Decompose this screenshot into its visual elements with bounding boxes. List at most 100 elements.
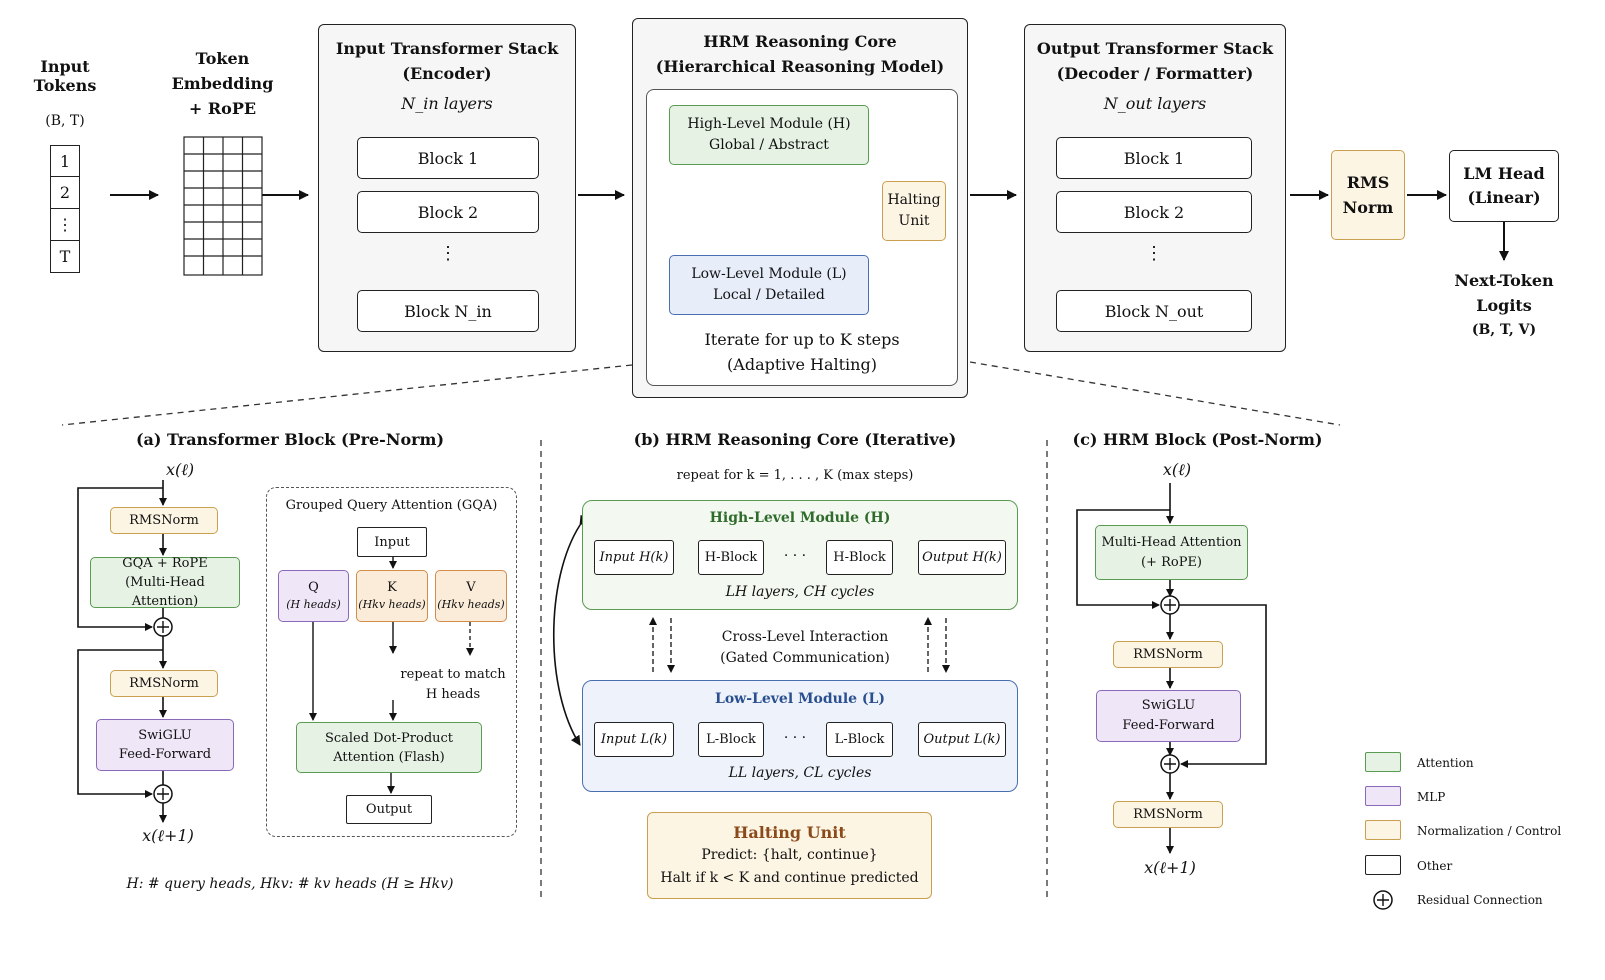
- panel-b-halt-title: Halting Unit: [733, 823, 846, 842]
- hrm-low-line1: Low-Level Module (L): [691, 266, 847, 282]
- panel-b-high-output: Output H(k): [918, 540, 1006, 575]
- hrm-halt-line2: Unit: [898, 213, 930, 229]
- panel-a-x-out: x(ℓ+1): [142, 826, 194, 845]
- legend-other-label: Other: [1417, 859, 1453, 873]
- embedding-grid: [183, 136, 263, 276]
- gqa-output: Output: [346, 795, 432, 824]
- gqa-v: V (Hkv heads): [435, 570, 507, 622]
- encoder-layers: N_in layers: [401, 94, 493, 113]
- panel-b-high-input: Input H(k): [594, 540, 674, 575]
- gqa-sdpa-line2: Attention (Flash): [333, 749, 445, 765]
- panel-b-halt-line2: Halt if k < K and continue predicted: [660, 870, 919, 886]
- panel-b-hblock-2: H-Block: [826, 540, 893, 575]
- encoder-title-line2: (Encoder): [402, 64, 492, 83]
- panel-c-title: (c) HRM Block (Post-Norm): [1072, 430, 1323, 449]
- rms-line2: Norm: [1342, 198, 1394, 217]
- panel-b-lblock-1: L-Block: [698, 722, 764, 757]
- hrm-iterate-line1: Iterate for up to K steps: [704, 330, 900, 349]
- panel-c-mha: Multi-Head Attention (+ RoPE): [1095, 525, 1248, 580]
- token-cell: 1: [50, 145, 80, 177]
- lm-head-box: LM Head (Linear): [1449, 150, 1559, 222]
- gqa-sdpa: Scaled Dot-Product Attention (Flash): [296, 722, 482, 773]
- hrm-title-line2: (Hierarchical Reasoning Model): [655, 57, 945, 76]
- legend-norm-swatch: [1365, 820, 1401, 840]
- decoder-block-1: Block 1: [1056, 137, 1252, 179]
- encoder-block-2: Block 2: [357, 191, 539, 233]
- gqa-input: Input: [357, 527, 427, 557]
- gqa-repeat-line2: H heads: [425, 687, 481, 702]
- decoder-title-line2: (Decoder / Formatter): [1056, 64, 1254, 83]
- token-cell: T: [50, 241, 80, 273]
- panel-b-lblock-2: L-Block: [826, 722, 893, 757]
- panel-a-title: (a) Transformer Block (Pre-Norm): [135, 430, 445, 449]
- legend-mlp-swatch: [1365, 786, 1401, 806]
- panel-c-swiglu: SwiGLU Feed-Forward: [1096, 690, 1241, 742]
- hrm-low-module: Low-Level Module (L) Local / Detailed: [669, 255, 869, 315]
- logits-line1: Next-Token: [1454, 271, 1554, 290]
- gqa-repeat-note: repeat to match H heads: [398, 665, 508, 705]
- panel-b-repeat: repeat for k = 1, . . . , K (max steps): [676, 468, 914, 483]
- gqa-k-sub: (Hkv heads): [358, 598, 426, 611]
- encoder-title-line1: Input Transformer Stack: [335, 39, 559, 58]
- gqa-v-sub: (Hkv heads): [437, 598, 505, 611]
- legend-attention-label: Attention: [1417, 756, 1474, 770]
- hrm-halting-unit: Halting Unit: [882, 181, 946, 241]
- legend-residual-label: Residual Connection: [1417, 893, 1543, 907]
- hrm-low-line2: Local / Detailed: [713, 287, 825, 303]
- embedding-line1: Token: [195, 49, 250, 68]
- decoder-title-line1: Output Transformer Stack: [1036, 39, 1274, 58]
- input-tokens-shape: (B, T): [45, 113, 85, 129]
- logits-label: Next-Token Logits: [1439, 268, 1569, 318]
- legend-other-swatch: [1365, 855, 1401, 875]
- panel-a-gqa-rope: GQA + RoPE (Multi-Head Attention): [90, 556, 240, 609]
- panel-b-halt-line1: Predict: {halt, continue}: [701, 847, 878, 863]
- gqa-q-sub: (H heads): [286, 598, 341, 611]
- panel-b-halting-unit: Halting Unit Predict: {halt, continue} H…: [647, 812, 932, 899]
- input-tokens-line1: Input: [40, 57, 90, 76]
- hrm-high-line1: High-Level Module (H): [687, 116, 851, 132]
- panel-b-cross-line2: (Gated Communication): [720, 650, 890, 666]
- decoder-layers: N_out layers: [1103, 94, 1207, 113]
- encoder-dots: ⋮: [439, 243, 457, 264]
- gqa-title: Grouped Query Attention (GQA): [285, 498, 498, 513]
- panel-a-swiglu-line1: SwiGLU: [138, 728, 192, 743]
- panel-b-low-dots: · · ·: [783, 730, 807, 746]
- panel-b-cross-level: Cross-Level Interaction (Gated Communica…: [700, 627, 910, 669]
- gqa-repeat-line1: repeat to match: [400, 667, 506, 682]
- panel-c-x-in: x(ℓ): [1162, 460, 1192, 479]
- panel-a-footnote: H: # query heads, Hkv: # kv heads (H ≥ H…: [126, 876, 454, 892]
- panel-b-high-caption: LH layers, CH cycles: [725, 584, 875, 600]
- panel-c-swiglu-line1: SwiGLU: [1141, 698, 1196, 713]
- embedding-label: Token Embedding + RoPE: [160, 46, 285, 121]
- decoder-dots: ⋮: [1145, 243, 1163, 264]
- gqa-dashed-frame: [266, 487, 517, 837]
- legend-norm-label: Normalization / Control: [1417, 824, 1562, 838]
- panel-a-rmsnorm-1: RMSNorm: [110, 507, 218, 534]
- hrm-high-module: High-Level Module (H) Global / Abstract: [669, 105, 869, 165]
- gqa-q-label: Q: [308, 580, 319, 595]
- hrm-high-line2: Global / Abstract: [709, 137, 829, 153]
- rms-line1: RMS: [1346, 173, 1390, 192]
- panel-b-title: (b) HRM Reasoning Core (Iterative): [633, 430, 957, 449]
- hrm-title-line1: HRM Reasoning Core: [703, 32, 897, 51]
- panel-a-rmsnorm-2: RMSNorm: [110, 670, 218, 697]
- panel-b-cross-line1: Cross-Level Interaction: [721, 629, 889, 645]
- panel-b-hblock-1: H-Block: [698, 540, 764, 575]
- legend-mlp-label: MLP: [1417, 790, 1446, 804]
- encoder-block-1: Block 1: [357, 137, 539, 179]
- rms-norm-box: RMS Norm: [1331, 150, 1405, 240]
- hrm-iterate-line2: (Adaptive Halting): [727, 355, 877, 374]
- panel-c-mha-line1: Multi-Head Attention: [1101, 534, 1242, 550]
- panel-b-high-dots: · · ·: [783, 548, 807, 564]
- gqa-sdpa-line1: Scaled Dot-Product: [324, 730, 454, 746]
- embedding-line3: + RoPE: [188, 99, 257, 118]
- panel-a-gqa-line2: (Multi-Head Attention): [125, 575, 205, 609]
- lm-head-line2: (Linear): [1467, 188, 1541, 207]
- panel-c-mha-line2: (+ RoPE): [1140, 554, 1203, 570]
- embedding-line2: Embedding: [171, 74, 274, 93]
- panel-b-high-title: High-Level Module (H): [709, 510, 891, 526]
- token-cell: 2: [50, 177, 80, 209]
- hrm-halt-line1: Halting: [887, 192, 941, 208]
- panel-a-x-in: x(ℓ): [166, 460, 195, 479]
- gqa-k: K (Hkv heads): [356, 570, 428, 622]
